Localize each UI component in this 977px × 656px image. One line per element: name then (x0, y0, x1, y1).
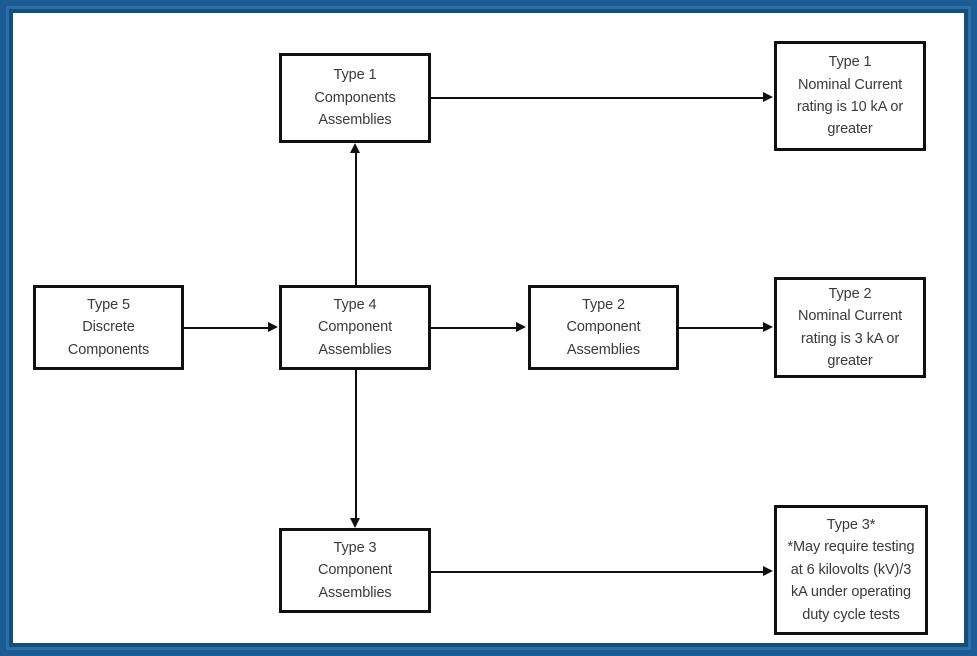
node-type-1-components-assemblies[interactable]: Type 1 Components Assemblies (279, 53, 431, 143)
node-type-3-component-assemblies[interactable]: Type 3 Component Assemblies (279, 528, 431, 613)
node-line: Type 2 (828, 285, 872, 302)
node-line: Component (317, 562, 393, 579)
connector-type4-to-type3 (355, 370, 357, 518)
node-type-2-nominal-current-rating[interactable]: Type 2 Nominal Current rating is 3 kA or… (774, 277, 926, 378)
arrowhead-type5-to-type4 (268, 322, 278, 332)
arrowhead-type4-to-type3 (350, 518, 360, 528)
node-line: Type 3 (333, 539, 377, 556)
connector-type1-to-type1-rating (431, 97, 763, 99)
node-line: Discrete (82, 319, 135, 336)
node-line: Assemblies (318, 341, 392, 358)
node-type-2-component-assemblies[interactable]: Type 2 Component Assemblies (528, 285, 679, 370)
node-line: Type 1 (828, 54, 872, 71)
node-line: Assemblies (566, 341, 641, 358)
arrowhead-type4-to-type2 (516, 322, 526, 332)
node-line: Components (314, 89, 396, 106)
node-line: duty cycle tests (802, 606, 900, 623)
node-line: Type 4 (333, 296, 377, 313)
node-line: Nominal Current (797, 76, 903, 93)
node-line: Nominal Current (797, 308, 903, 325)
decorative-frame-inner (9, 9, 968, 647)
node-line: greater (827, 352, 873, 369)
node-type-3-testing-note[interactable]: Type 3* *May require testing at 6 kilovo… (774, 505, 928, 635)
connector-type2-to-type2-rating (679, 327, 763, 329)
node-line: Type 5 (87, 296, 130, 313)
node-line: Type 2 (582, 296, 625, 313)
node-line: greater (827, 121, 873, 138)
node-line: at 6 kilovolts (kV)/3 (790, 561, 912, 578)
connector-type3-to-type3-note (431, 571, 763, 573)
connector-type4-to-type2 (431, 327, 516, 329)
node-line: rating is 10 kA or (796, 99, 904, 115)
node-line: rating is 3 kA or (800, 330, 900, 347)
arrowhead-type2-to-type2-rating (763, 322, 773, 332)
node-line: Component (566, 319, 641, 336)
connector-type4-to-type1 (355, 153, 357, 285)
node-line: kA under operating (791, 584, 911, 601)
arrowhead-type4-to-type1 (350, 143, 360, 153)
node-line: Component (317, 319, 393, 336)
node-line: Assemblies (318, 584, 392, 601)
node-line: Assemblies (318, 112, 392, 129)
arrowhead-type3-to-type3-note (763, 566, 773, 576)
node-line: Type 1 (333, 67, 377, 84)
node-line: Type 3* (826, 516, 876, 533)
connector-type5-to-type4 (184, 327, 269, 329)
node-type-5-discrete-components[interactable]: Type 5 Discrete Components (33, 285, 184, 370)
arrowhead-type1-to-type1-rating (763, 92, 773, 102)
node-type-1-nominal-current-rating[interactable]: Type 1 Nominal Current rating is 10 kA o… (774, 41, 926, 151)
decorative-frame-middle (6, 6, 971, 650)
node-line: *May require testing (787, 539, 915, 556)
node-type-4-component-assemblies[interactable]: Type 4 Component Assemblies (279, 285, 431, 370)
node-line: Components (67, 341, 150, 358)
